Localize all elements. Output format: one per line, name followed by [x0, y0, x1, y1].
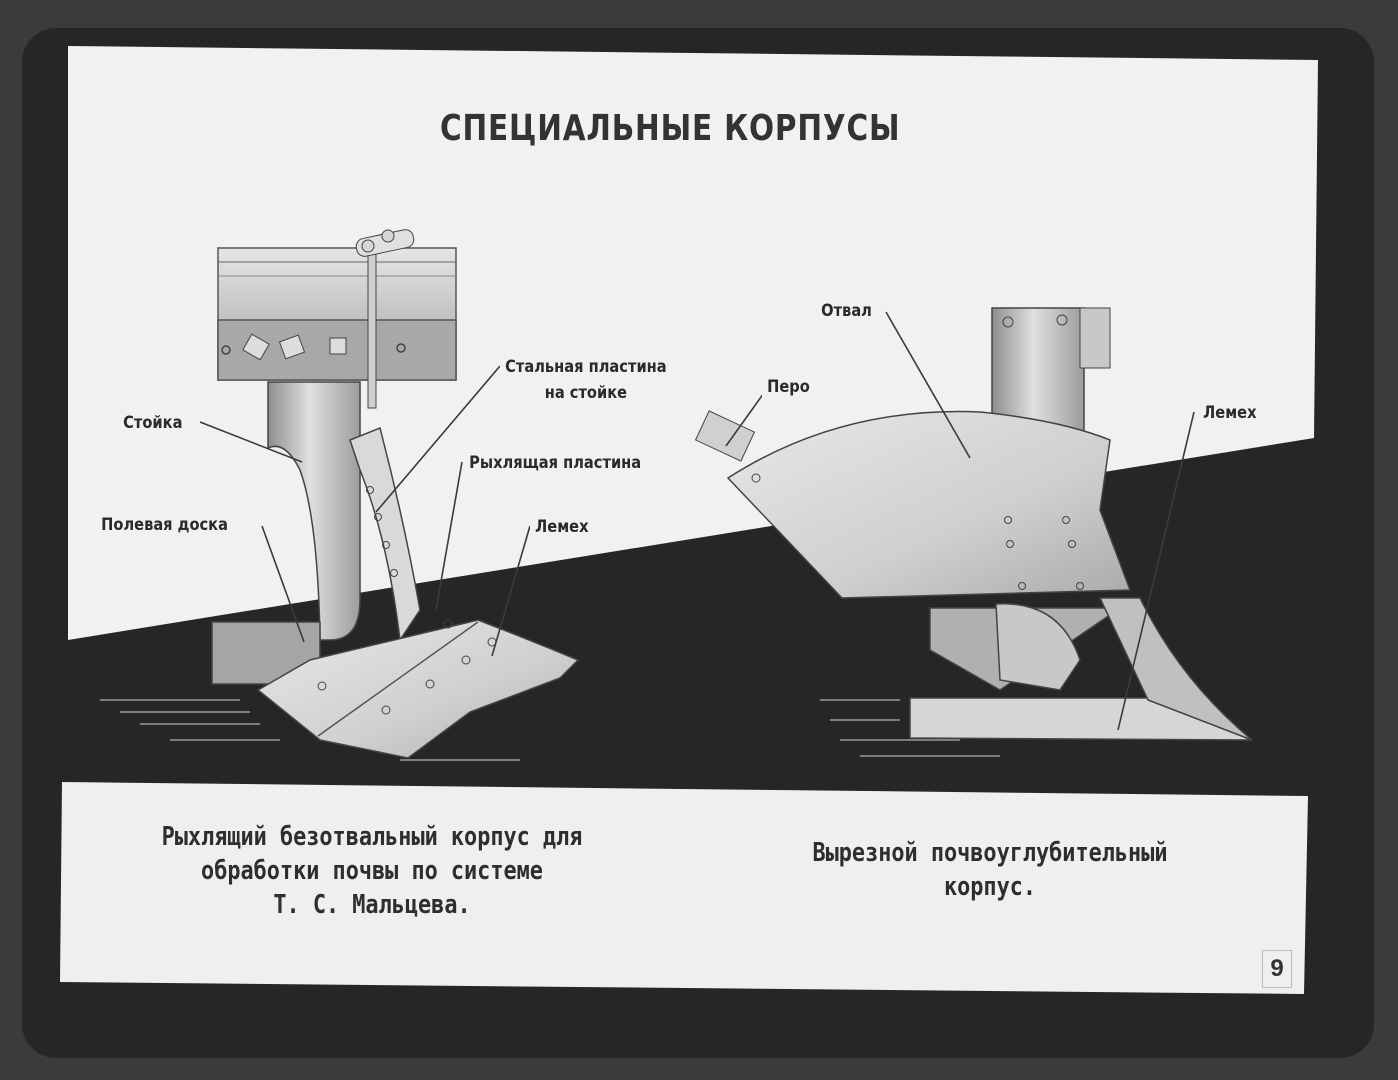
- label-left-share: Лемех: [530, 514, 594, 540]
- label-moldboard: Отвал: [816, 298, 878, 324]
- left-caption: Рыхлящий безотвальный корпус для обработ…: [161, 822, 583, 920]
- label-stoyka: Стойка: [118, 410, 188, 436]
- leader-left-share: [491, 525, 531, 657]
- leader-stoyka: [199, 421, 303, 463]
- leader-feather: [725, 389, 767, 447]
- feather: [694, 410, 756, 462]
- leader-lines: [199, 311, 1195, 731]
- steel-plate: [349, 426, 421, 643]
- label-steel-plate: Стальная пластина на стойке: [500, 352, 672, 408]
- label-field-board: Полевая доска: [96, 512, 234, 538]
- slide-title: СПЕЦИАЛЬНЫЕ КОРПУСЫ: [440, 108, 901, 149]
- label-feather: Перо: [762, 374, 815, 400]
- leader-moldboard: [885, 311, 971, 459]
- page-number: 9: [1262, 950, 1292, 988]
- caption-panel: [60, 782, 1308, 994]
- label-loosening-plate: Рыхлящая пластина: [464, 450, 647, 476]
- label-right-share: Лемех: [1198, 400, 1262, 426]
- moldboard: [726, 410, 1132, 599]
- right-caption: Вырезной почвоуглубительный корпус.: [812, 838, 1168, 902]
- right-plow-illustration: [694, 307, 1253, 757]
- left-plow-illustration: [100, 229, 580, 761]
- leader-loosening-plate: [435, 461, 463, 611]
- leader-steel-plate: [375, 365, 501, 513]
- leader-right-share: [1117, 411, 1195, 731]
- leader-field-board: [261, 525, 305, 643]
- share-plate: [256, 619, 580, 759]
- standard: [267, 381, 361, 641]
